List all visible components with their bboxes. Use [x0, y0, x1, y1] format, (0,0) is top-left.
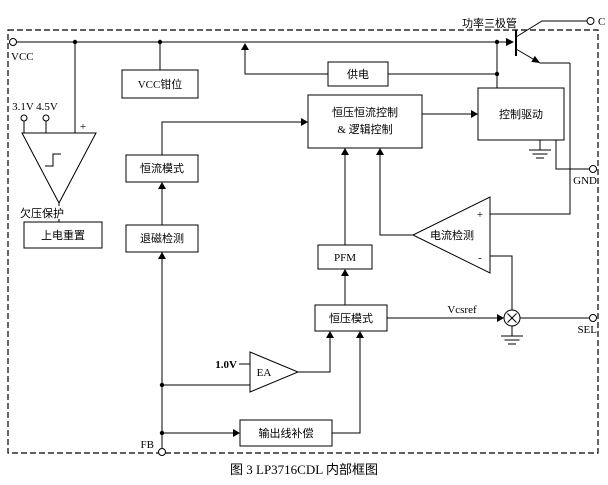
- power-transistor-label: 功率三极管: [462, 16, 517, 30]
- block-line-compensation-outline: [239, 419, 333, 447]
- block-supply-label: 供电: [347, 67, 369, 81]
- block-vcc-clamp: VCC钳位: [121, 69, 199, 99]
- figure-caption: 图 3 LP3716CDL 内部框图: [230, 462, 378, 477]
- power-transistor: 功率三极管: [462, 16, 587, 64]
- vcsref-label: Vcsref: [447, 304, 477, 316]
- block-vcc-clamp-label: VCC钳位: [138, 77, 183, 91]
- reference-voltage-label: 1.0V: [215, 359, 237, 371]
- block-cvcc-logic-outline: [307, 94, 423, 149]
- pin-vcc-label: VCC: [11, 51, 34, 63]
- error-amplifier-triangle: [249, 351, 300, 393]
- block-cvcc-logic-label-line2: & 逻辑控制: [337, 122, 392, 136]
- pin-fb-label: FB: [141, 439, 154, 451]
- threshold-label-1: 3.1V: [12, 101, 34, 113]
- uvlo-comparator-triangle: [21, 132, 97, 205]
- error-amplifier: EA 1.0V: [215, 351, 300, 393]
- junction-dot: [157, 39, 163, 45]
- block-pfm-label: PFM: [334, 252, 356, 264]
- block-demag-detect: 退磁检测: [125, 224, 199, 253]
- pin-sel: SEL: [577, 314, 597, 336]
- emitter-arrow-icon: [531, 55, 540, 63]
- uvlo-plus-label: +: [80, 121, 86, 133]
- pin-collector: C: [586, 16, 605, 28]
- current-sense-minus-label: -: [478, 252, 482, 264]
- pin-gnd-label: GND: [573, 175, 597, 187]
- pin-vcc-circle: [9, 38, 17, 46]
- uvlo-label: 欠压保护: [20, 206, 64, 220]
- junction-dots: [72, 39, 500, 436]
- block-cc-mode-label: 恒流模式: [140, 161, 184, 175]
- current-sense-triangle: [411, 196, 491, 274]
- uvlo-comparator: + 欠压保护: [19, 121, 97, 220]
- current-sense-plus-label: +: [477, 209, 483, 221]
- ground-symbol-vcsref: [501, 326, 523, 345]
- block-pfm-outline: [317, 244, 373, 270]
- block-power-on-reset-outline: [23, 221, 103, 249]
- block-demag-detect-outline: [125, 224, 199, 253]
- multiplier-cross-icon: [507, 313, 517, 323]
- current-sense-comparator: + - 电流检测: [411, 196, 491, 274]
- block-cvcc-logic-label-line1: 恒压恒流控制: [332, 105, 398, 119]
- threshold-pin-1: [20, 114, 28, 122]
- error-amplifier-label: EA: [257, 367, 272, 379]
- block-cv-mode: 恒压模式: [314, 304, 388, 332]
- block-supply-outline: [327, 61, 389, 87]
- pin-collector-circle: [586, 17, 595, 25]
- pin-sel-circle: [589, 314, 597, 322]
- block-cc-mode-outline: [125, 154, 199, 183]
- junction-dot: [494, 39, 500, 45]
- block-cv-mode-label: 恒压模式: [329, 312, 373, 325]
- pin-vcc: VCC: [9, 38, 34, 63]
- block-control-drive-outline: [477, 87, 565, 141]
- junction-dot: [159, 430, 165, 436]
- threshold-pin-2: [42, 114, 50, 122]
- block-cv-mode-outline: [314, 304, 388, 332]
- circuit-wires: [16, 41, 590, 449]
- block-control-drive: 控制驱动: [477, 87, 565, 141]
- current-sense-label: 电流检测: [430, 228, 474, 242]
- pin-gnd: GND: [573, 165, 597, 187]
- transistor-leads: [515, 20, 587, 64]
- vcsref-node: Vcsref: [447, 304, 521, 327]
- ground-symbol-driver: [529, 140, 551, 159]
- junction-dot: [494, 71, 500, 77]
- junction-dot: [72, 39, 78, 45]
- block-control-drive-label: 控制驱动: [499, 107, 543, 121]
- pin-sel-label: SEL: [577, 324, 597, 336]
- block-line-compensation: 输出线补偿: [239, 419, 333, 447]
- uvlo-label-mask: [19, 206, 67, 219]
- pin-gnd-circle: [589, 165, 597, 173]
- block-power-on-reset: 上电重置: [23, 221, 103, 249]
- block-cvcc-logic: 恒压恒流控制 & 逻辑控制: [307, 94, 423, 149]
- pin-collector-label: C: [598, 16, 605, 28]
- block-cc-mode: 恒流模式: [125, 154, 199, 183]
- threshold-label-2: 4.5V: [36, 101, 58, 113]
- pin-fb: FB: [141, 439, 166, 456]
- block-demag-detect-label: 退磁检测: [140, 231, 184, 245]
- junction-dot: [159, 382, 165, 388]
- block-pfm: PFM: [317, 244, 373, 270]
- block-vcc-clamp-outline: [121, 69, 199, 99]
- uvlo-threshold-inputs: 3.1V 4.5V: [12, 101, 58, 122]
- block-line-compensation-label: 输出线补偿: [259, 426, 314, 440]
- hysteresis-icon: [45, 153, 61, 167]
- block-power-on-reset-label: 上电重置: [41, 228, 85, 242]
- chip-boundary: [7, 29, 599, 454]
- pin-fb-circle: [158, 448, 166, 456]
- block-supply: 供电: [327, 61, 389, 87]
